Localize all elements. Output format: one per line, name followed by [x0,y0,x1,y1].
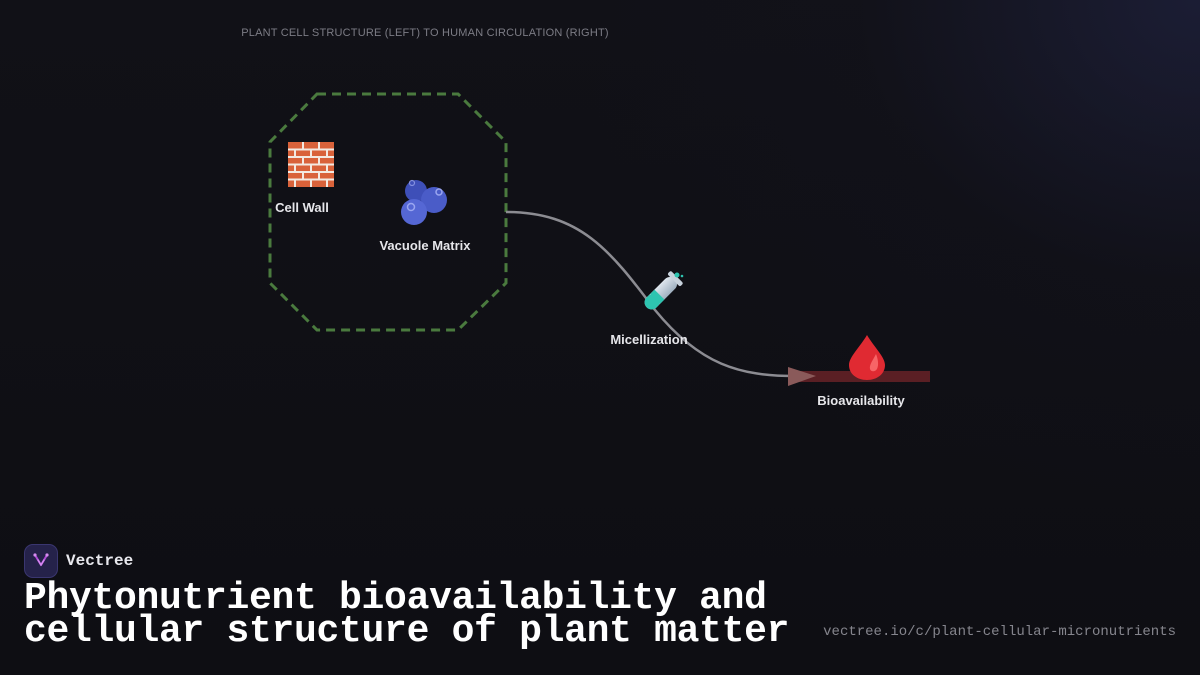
page-url: vectree.io/c/plant-cellular-micronutrien… [823,624,1176,640]
micellization-label: Micellization [610,332,687,347]
bubble-icon [674,272,680,278]
arrow-head [788,367,816,386]
cell-wall-label: Cell Wall [275,200,329,215]
test-tube-icon [644,271,683,310]
vectree-logo-icon [24,544,58,578]
vacuole-matrix-label: Vacuole Matrix [379,238,471,253]
brick-icon [288,142,334,187]
flow-path [505,210,796,378]
bioavailability-label: Bioavailability [817,393,905,408]
brand: Vectree [24,544,133,578]
blueberries-icon [401,179,447,225]
page-title: Phytonutrient bioavailability and cellul… [24,577,790,653]
brand-name: Vectree [66,552,134,570]
bubble-icon [680,274,684,278]
blood-drop-icon [849,335,885,380]
diagram-caption: PLANT CELL STRUCTURE (LEFT) TO HUMAN CIR… [241,27,609,39]
